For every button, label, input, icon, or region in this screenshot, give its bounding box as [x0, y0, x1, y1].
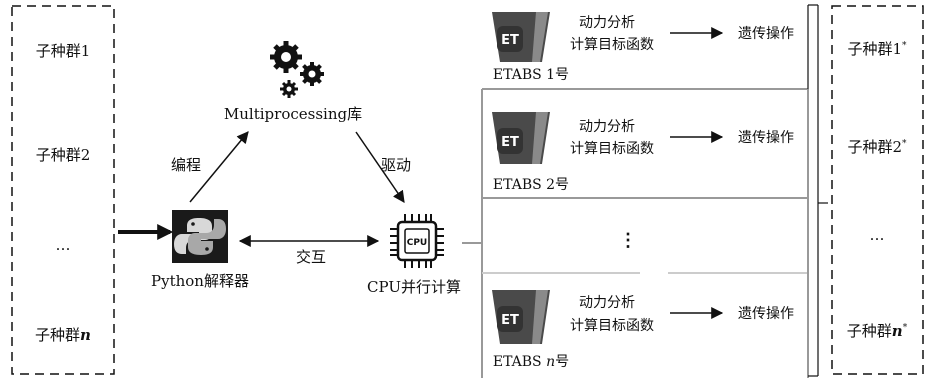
etabs-n-icon-text: ET [501, 313, 519, 328]
etabs-n-genetic-op: 遗传操作 [738, 306, 794, 322]
etabs-1-analysis-line2: 计算目标函数 [570, 37, 654, 53]
etabs-1-label: ETABS 1号 [493, 67, 569, 83]
right-subpop-n: 子种群n* [847, 322, 908, 340]
etabs-n-label: ETABS n号 [493, 354, 569, 370]
etabs-1-genetic-op: 遗传操作 [738, 26, 794, 42]
cpu-icon [390, 214, 444, 268]
gears-icon [270, 41, 324, 98]
programming-arrow [189, 131, 249, 203]
etabs-instance-2: ET 动力分析 计算目标函数 遗传操作 ETABS 2号 [492, 112, 794, 193]
left-ellipsis: … [56, 236, 71, 254]
left-population-box [11, 5, 115, 375]
edge-drive-label: 驱动 [381, 156, 411, 174]
etabs-n-analysis-line1: 动力分析 [579, 295, 635, 311]
etabs-1-icon-text: ET [501, 33, 519, 48]
right-population-box [831, 5, 924, 375]
right-subpop-1: 子种群1* [847, 40, 907, 58]
edge-interact-label: 交互 [296, 248, 326, 266]
etabs-1-icon: ET [492, 12, 550, 62]
left-subpop-1: 子种群1 [36, 42, 91, 60]
python-label: Python解释器 [151, 272, 249, 290]
etabs-2-label: ETABS 2号 [493, 177, 569, 193]
etabs-2-genetic-op: 遗传操作 [738, 130, 794, 146]
etabs-bracket [481, 4, 828, 378]
left-subpop-2: 子种群2 [36, 146, 91, 164]
edge-programming-label: 编程 [171, 156, 201, 174]
etabs-2-icon-text: ET [501, 135, 519, 150]
python-icon [172, 210, 228, 263]
etabs-2-analysis-line2: 计算目标函数 [570, 141, 654, 157]
etabs-instance-n: ET 动力分析 计算目标函数 遗传操作 ETABS n号 [492, 290, 794, 370]
etabs-1-analysis-line1: 动力分析 [579, 15, 635, 31]
etabs-n-analysis-line2: 计算目标函数 [570, 318, 654, 334]
multiprocessing-label: Multiprocessing库 [224, 105, 362, 123]
cpu-label: CPU并行计算 [367, 278, 461, 296]
etabs-2-icon: ET [492, 112, 550, 164]
drive-arrow [355, 131, 405, 203]
etabs-2-analysis-line1: 动力分析 [579, 119, 635, 135]
etabs-instance-1: ET 动力分析 计算目标函数 遗传操作 ETABS 1号 [492, 12, 794, 83]
etabs-vertical-ellipsis: ⋮ [619, 230, 637, 251]
etabs-n-icon: ET [492, 290, 550, 344]
right-ellipsis: … [870, 226, 885, 244]
left-subpop-n: 子种群n [35, 326, 91, 344]
cpu-chip-text: CPU [407, 238, 428, 248]
right-subpop-2: 子种群2* [847, 138, 907, 156]
